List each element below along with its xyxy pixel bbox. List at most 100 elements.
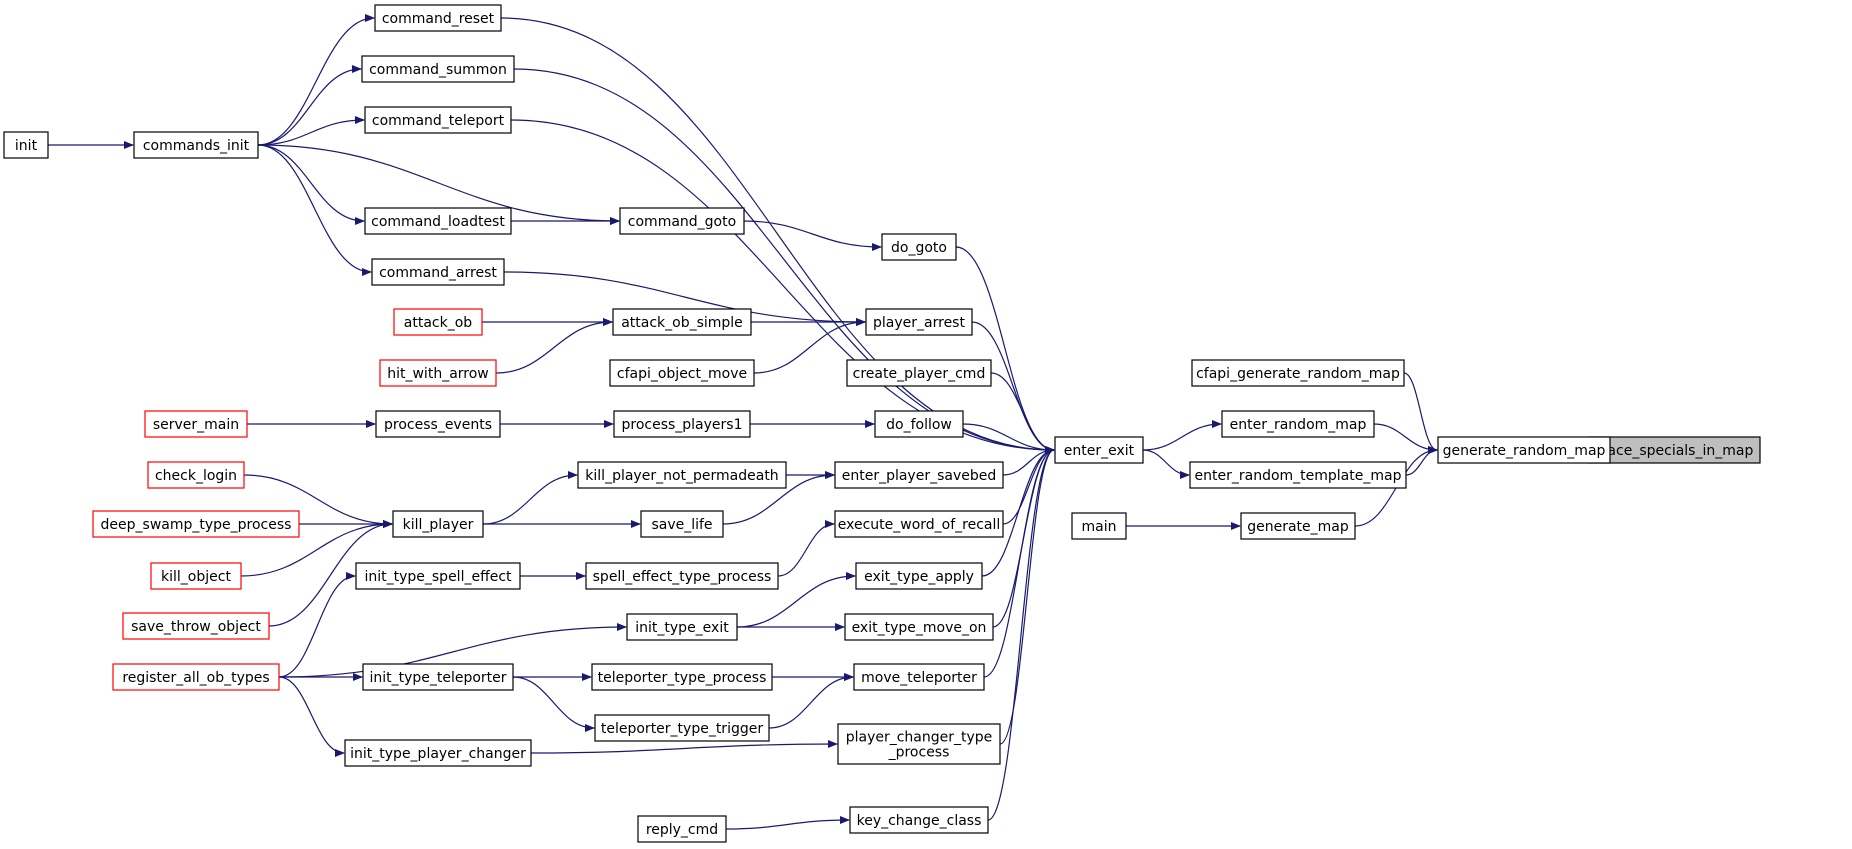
node-label: commands_init <box>143 138 250 154</box>
node-create_player_cmd[interactable]: create_player_cmd <box>846 359 992 387</box>
node-box <box>392 510 484 538</box>
node-save_throw_object[interactable]: save_throw_object <box>122 612 270 640</box>
node-execute_word_of_recall[interactable]: execute_word_of_recall <box>834 510 1004 538</box>
node-command_summon[interactable]: command_summon <box>361 55 515 83</box>
node-box <box>364 106 512 134</box>
node-cfapi_object_move[interactable]: cfapi_object_move <box>609 359 755 387</box>
node-box <box>865 308 973 336</box>
edge-cfapi_object_move-to-player_arrest <box>753 318 866 374</box>
node-process_players1[interactable]: process_players1 <box>613 410 751 438</box>
node-enter_random_map[interactable]: enter_random_map <box>1221 410 1375 438</box>
node-box <box>1191 359 1405 387</box>
node-label: init_type_spell_effect <box>364 569 512 585</box>
edge-kill_object-to-kill_player <box>240 520 393 577</box>
node-label: key_change_class <box>857 813 982 829</box>
node-label: attack_ob_simple <box>621 315 743 331</box>
edge-register_all_ob_types-to-init_type_player_changer <box>278 676 345 757</box>
edge-teleporter_type_trigger-to-move_teleporter <box>768 673 854 729</box>
node-save_life[interactable]: save_life <box>640 510 724 538</box>
node-label: save_life <box>651 517 712 533</box>
node-command_goto[interactable]: command_goto <box>619 207 745 235</box>
node-label: save_throw_object <box>131 619 261 635</box>
node-init[interactable]: init <box>3 131 49 159</box>
node-label: cfapi_object_move <box>617 366 747 382</box>
node-enter_exit[interactable]: enter_exit <box>1054 436 1144 464</box>
node-command_teleport[interactable]: command_teleport <box>364 106 512 134</box>
node-hit_with_arrow[interactable]: hit_with_arrow <box>379 359 497 387</box>
node-label: reply_cmd <box>646 822 718 838</box>
node-label: move_teleporter <box>861 670 977 686</box>
node-box <box>1240 512 1356 540</box>
node-box <box>362 663 514 691</box>
node-label: command_teleport <box>372 113 505 129</box>
node-label: deep_swamp_type_process <box>101 517 292 533</box>
node-do_follow[interactable]: do_follow <box>874 410 964 438</box>
node-check_login[interactable]: check_login <box>147 461 245 489</box>
node-player_changer_type_process[interactable]: player_changer_type_process <box>837 723 1001 765</box>
edge-command_arrest-to-player_arrest <box>503 271 866 326</box>
node-box <box>834 461 1004 489</box>
node-label: command_reset <box>382 11 495 27</box>
edge-cfapi_generate_random_map-to-generate_random_map <box>1403 372 1438 454</box>
node-enter_random_template_map[interactable]: enter_random_template_map <box>1189 461 1407 489</box>
node-player_arrest[interactable]: player_arrest <box>865 308 973 336</box>
edge-init_type_player_changer-to-player_changer_type_process <box>530 740 838 754</box>
node-box <box>3 131 49 159</box>
node-register_all_ob_types[interactable]: register_all_ob_types <box>112 663 280 691</box>
node-cfapi_generate_random_map[interactable]: cfapi_generate_random_map <box>1191 359 1405 387</box>
node-generate_map[interactable]: generate_map <box>1240 512 1356 540</box>
edge-key_change_class-to-enter_exit <box>987 446 1055 821</box>
node-place_specials_in_map[interactable]: place_specials_in_map <box>1587 436 1761 464</box>
node-kill_player_not_permadeath[interactable]: kill_player_not_permadeath <box>577 461 787 489</box>
node-attack_ob_simple[interactable]: attack_ob_simple <box>612 308 752 336</box>
node-init_type_spell_effect[interactable]: init_type_spell_effect <box>355 562 521 590</box>
node-box <box>853 663 985 691</box>
node-server_main[interactable]: server_main <box>144 410 248 438</box>
node-kill_object[interactable]: kill_object <box>150 562 242 590</box>
node-key_change_class[interactable]: key_change_class <box>849 806 989 834</box>
node-label: player_changer_type <box>846 730 993 746</box>
node-enter_player_savebed[interactable]: enter_player_savebed <box>834 461 1004 489</box>
node-deep_swamp_type_process[interactable]: deep_swamp_type_process <box>92 510 300 538</box>
node-command_arrest[interactable]: command_arrest <box>371 258 505 286</box>
node-label: command_arrest <box>379 265 497 281</box>
edge-player_changer_type_process-to-enter_exit <box>999 446 1055 745</box>
node-commands_init[interactable]: commands_init <box>133 131 259 159</box>
node-box <box>1054 436 1144 464</box>
node-label: check_login <box>155 468 237 484</box>
node-exit_type_apply[interactable]: exit_type_apply <box>855 562 983 590</box>
node-process_events[interactable]: process_events <box>375 410 501 438</box>
node-box <box>1437 436 1611 464</box>
node-init_type_exit[interactable]: init_type_exit <box>626 613 738 641</box>
edge-commands_init-to-command_summon <box>257 65 362 146</box>
node-reply_cmd[interactable]: reply_cmd <box>637 815 727 843</box>
node-generate_random_map[interactable]: generate_random_map <box>1437 436 1611 464</box>
edge-register_all_ob_types-to-init_type_exit <box>278 623 627 678</box>
node-label: _process <box>888 745 950 761</box>
node-main[interactable]: main <box>1071 512 1127 540</box>
node-teleporter_type_process[interactable]: teleporter_type_process <box>591 663 773 691</box>
node-box <box>144 410 248 438</box>
node-exit_type_move_on[interactable]: exit_type_move_on <box>844 613 994 641</box>
node-box <box>626 613 738 641</box>
node-label: generate_random_map <box>1443 443 1606 459</box>
edge-save_throw_object-to-kill_player <box>268 520 393 627</box>
node-spell_effect_type_process[interactable]: spell_effect_type_process <box>585 562 779 590</box>
node-label: attack_ob <box>404 315 473 331</box>
node-command_loadtest[interactable]: command_loadtest <box>364 207 512 235</box>
node-box <box>612 308 752 336</box>
node-attack_ob[interactable]: attack_ob <box>393 308 483 336</box>
node-command_reset[interactable]: command_reset <box>374 4 502 32</box>
node-label: process_players1 <box>621 417 742 433</box>
node-teleporter_type_trigger[interactable]: teleporter_type_trigger <box>594 714 770 742</box>
node-label: generate_map <box>1247 519 1349 535</box>
node-init_type_player_changer[interactable]: init_type_player_changer <box>344 739 532 767</box>
node-do_goto[interactable]: do_goto <box>881 233 957 261</box>
edge-command_teleport-to-enter_exit <box>510 119 1055 454</box>
node-label: enter_random_template_map <box>1195 468 1402 484</box>
node-kill_player[interactable]: kill_player <box>392 510 484 538</box>
node-box <box>1071 512 1127 540</box>
edge-commands_init-to-command_arrest <box>257 144 372 276</box>
node-move_teleporter[interactable]: move_teleporter <box>853 663 985 691</box>
node-init_type_teleporter[interactable]: init_type_teleporter <box>362 663 514 691</box>
